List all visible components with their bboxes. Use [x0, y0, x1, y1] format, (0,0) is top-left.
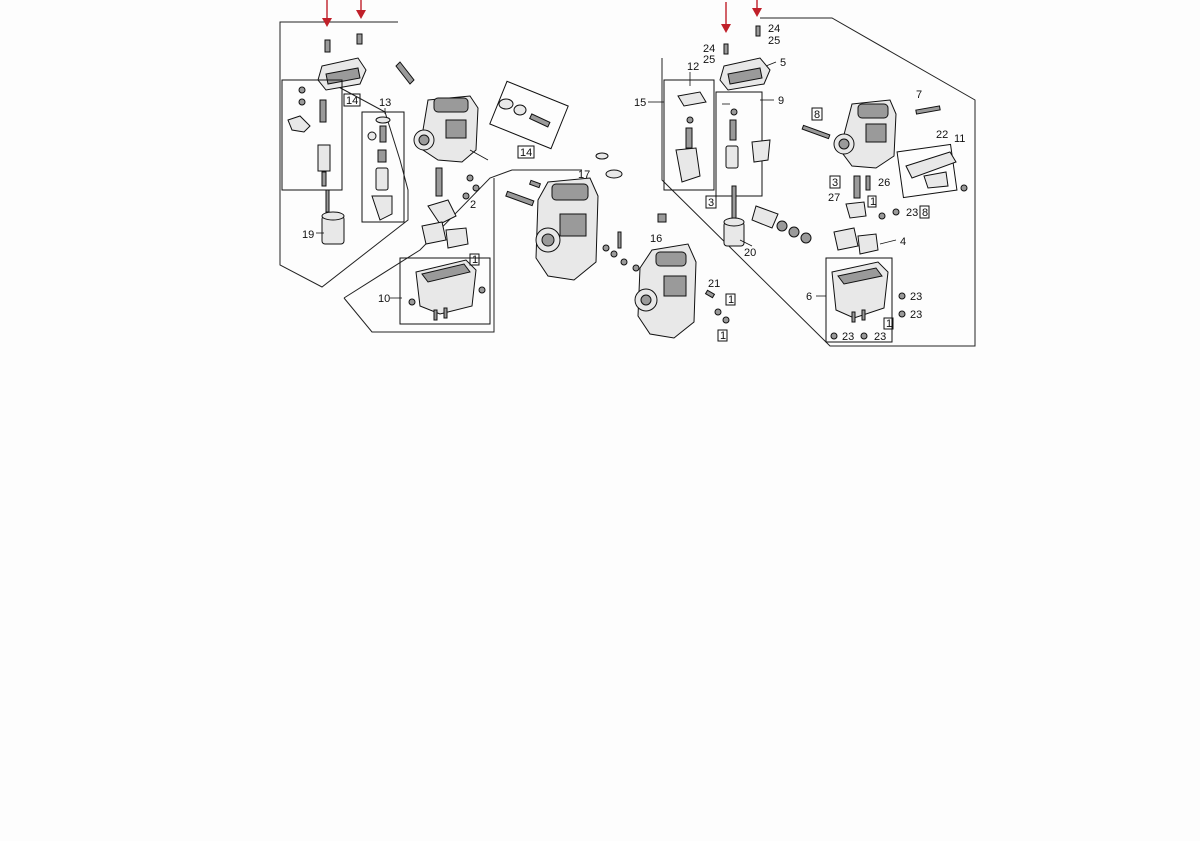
label-21: 21	[708, 278, 720, 290]
float-bowl-right	[831, 261, 889, 323]
choke-lever-right	[751, 205, 812, 244]
label-1-bowl-a: 1	[472, 254, 478, 266]
arrow-marker-2	[356, 0, 366, 19]
label-9: 9	[778, 95, 784, 107]
label-8-bottom: 8	[922, 207, 928, 219]
box-linkage-parts	[489, 80, 569, 150]
label-3-a: 3	[832, 177, 838, 189]
arrow-marker-3	[721, 2, 731, 33]
right-assembly-outline	[661, 17, 976, 347]
label-23-d: 23	[842, 331, 854, 343]
box-jet-parts	[361, 111, 405, 223]
screw-left-2	[356, 33, 363, 45]
label-11: 11	[954, 133, 965, 145]
label-17: 17	[578, 169, 590, 181]
label-24-a: 24	[703, 43, 715, 55]
carburetor-body-a	[413, 95, 489, 163]
label-23-e: 23	[874, 331, 886, 343]
label-19: 19	[302, 229, 314, 241]
carburetor-body-b	[535, 177, 599, 281]
small-parts-2	[462, 174, 480, 200]
label-24-b: 24	[768, 23, 780, 35]
leader-lines	[316, 61, 897, 299]
label-15: 15	[634, 97, 646, 109]
label-14-left: 14	[346, 95, 358, 107]
boxed-callouts	[343, 93, 930, 342]
label-13: 13	[379, 97, 391, 109]
label-6: 6	[806, 291, 812, 303]
screws-right	[723, 25, 761, 55]
label-26: 26	[878, 177, 890, 189]
label-25-a: 25	[703, 54, 715, 66]
label-4: 4	[900, 236, 906, 248]
label-20: 20	[744, 247, 756, 259]
small-screws-23	[830, 292, 906, 340]
linkage-right-parts	[905, 151, 968, 192]
linkage-parts	[498, 98, 551, 128]
box-linkage-right	[896, 143, 958, 199]
float-bowl-a	[408, 259, 486, 321]
label-1-e: 1	[886, 318, 892, 330]
label-10: 10	[378, 293, 390, 305]
jet-stack-right	[845, 175, 900, 220]
small-parts-mid	[595, 152, 640, 272]
choke-plunger	[427, 167, 457, 225]
box-needle-parts	[663, 79, 715, 191]
small-screw-diagonal	[395, 61, 415, 85]
label-3-b: 3	[708, 197, 714, 209]
label-7: 7	[916, 89, 922, 101]
label-1-c2: 1	[720, 330, 726, 342]
jet-parts-right	[725, 108, 771, 169]
needle-parts-right	[675, 91, 707, 183]
label-23-a: 23	[906, 207, 918, 219]
label-25-b: 25	[768, 35, 780, 47]
label-27: 27	[828, 192, 840, 204]
screw-left-1	[324, 39, 331, 53]
box-float-bowl	[399, 257, 491, 325]
needle-jet-right	[723, 185, 745, 247]
throttle-valve-stack	[287, 86, 331, 213]
lower-left-assembly-outline-2	[343, 178, 495, 333]
float-pair-right	[833, 227, 879, 255]
label-5: 5	[780, 57, 786, 69]
lower-left-assembly-outline	[343, 169, 582, 299]
carburetor-body-c	[634, 243, 697, 339]
label-16: 16	[650, 233, 662, 245]
arrow-marker-4	[752, 0, 762, 17]
label-22: 22	[936, 129, 948, 141]
small-parts-c	[657, 213, 730, 324]
needle-bar	[505, 179, 542, 207]
box-float-bowl-right	[825, 257, 893, 343]
label-1-c1: 1	[728, 294, 734, 306]
box-8-parts	[801, 124, 831, 140]
label-23-c: 23	[910, 309, 922, 321]
left-assembly-outline	[279, 21, 409, 288]
box-throttle-parts	[281, 79, 343, 191]
label-23-b: 23	[910, 291, 922, 303]
float-pair-a	[421, 221, 469, 249]
label-2: 2	[470, 199, 476, 211]
screw-7	[915, 105, 941, 115]
needle-jet	[321, 211, 345, 245]
carburetor-body-d	[833, 99, 897, 169]
arrow-marker-1	[322, 0, 332, 27]
label-12: 12	[687, 61, 699, 73]
top-cover-right	[719, 57, 771, 91]
label-14-mid: 14	[520, 147, 532, 159]
jet-parts-stack	[367, 116, 393, 221]
label-1-d: 1	[870, 196, 876, 208]
label-8-top: 8	[814, 109, 820, 121]
